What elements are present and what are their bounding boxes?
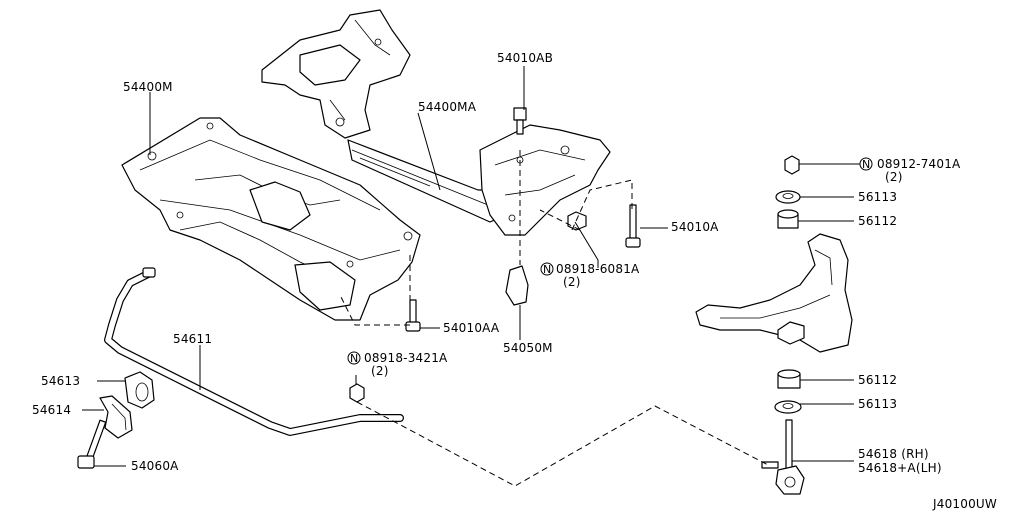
bolt-54010a — [625, 204, 641, 248]
nut-symbol-6081-letter: N — [543, 263, 551, 276]
stabilizer-link — [761, 419, 805, 495]
label-link-rh: 54618 (RH) — [858, 447, 929, 461]
nut-symbol-3421-letter: N — [350, 352, 358, 365]
nut-symbol-7401 — [859, 157, 873, 171]
label-stabilizer-bar: 54611 — [173, 332, 212, 346]
washer-56113-top — [775, 190, 801, 204]
label-clamp: 54614 — [32, 403, 71, 417]
label-bolt-lower: 54010AA — [443, 321, 500, 335]
nut-6081 — [567, 211, 587, 231]
nut-symbol-6081 — [540, 262, 554, 276]
nut-symbol-3421 — [347, 351, 361, 365]
bushing-56112-top — [777, 209, 799, 229]
label-washer-top: 56113 — [858, 190, 897, 204]
nut-symbol-7401-letter: N — [862, 158, 870, 171]
label-nut-6081-qty: (2) — [563, 275, 581, 289]
label-washer-bottom: 56113 — [858, 397, 897, 411]
nut-3421 — [349, 383, 365, 403]
nut-7401 — [784, 155, 800, 175]
label-nut-3421-qty: (2) — [371, 364, 389, 378]
leader-lines — [82, 66, 860, 467]
diagram-code: J40100UW — [932, 497, 997, 511]
stabilizer-bar — [104, 267, 404, 436]
front-crossmember — [261, 9, 611, 236]
clamp-bolt — [77, 419, 107, 469]
label-bushing-top: 56112 — [858, 214, 897, 228]
label-nut-3421: 08918-3421A — [364, 351, 448, 365]
label-bushing-bottom: 56112 — [858, 373, 897, 387]
label-bolt-top: 54010AB — [497, 51, 553, 65]
stabilizer-bushing — [124, 371, 155, 409]
lower-arm — [695, 233, 853, 353]
label-link-lh: 54618+A(LH) — [858, 461, 942, 475]
label-clamp-bolt: 54060A — [131, 459, 179, 473]
label-nut-7401: 08912-7401A — [877, 157, 961, 171]
insulator — [505, 265, 529, 306]
label-bolt-right: 54010A — [671, 220, 719, 234]
label-nut-7401-qty: (2) — [885, 170, 903, 184]
label-crossmember-front: 54400MA — [418, 100, 477, 114]
washer-56113-bottom — [774, 400, 802, 414]
label-crossmember-rear: 54400M — [123, 80, 173, 94]
label-bushing: 54613 — [41, 374, 80, 388]
reference-lines — [339, 150, 771, 487]
bolt-54010ab — [513, 107, 527, 135]
bolt-54010aa — [405, 299, 421, 332]
bushing-56112-bottom — [777, 369, 801, 389]
label-insulator: 54050M — [503, 341, 553, 355]
label-nut-6081: 08918-6081A — [556, 262, 640, 276]
stabilizer-clamp — [99, 395, 133, 439]
rear-crossmember — [121, 117, 421, 321]
